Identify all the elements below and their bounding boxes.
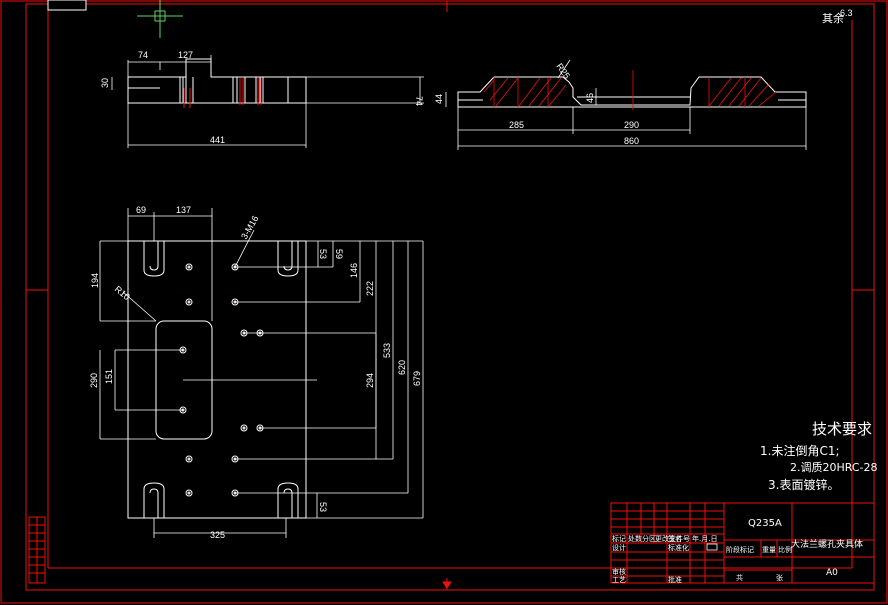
scale-value: A0 xyxy=(826,568,838,578)
tb-ratio: 比例 xyxy=(778,545,792,554)
tech-req-item-3: 3.表面镀锌。 xyxy=(768,478,839,492)
dim-146: 146 xyxy=(349,263,359,278)
dim-222: 222 xyxy=(365,281,375,296)
dim-46: 46 xyxy=(585,93,595,103)
dim-69: 69 xyxy=(136,205,146,215)
plan-view-part xyxy=(127,240,307,519)
tb-review: 审核 xyxy=(612,567,626,576)
dim-151: 151 xyxy=(104,369,114,384)
dim-r10: R10 xyxy=(113,284,132,302)
roughness-value: 6.3 xyxy=(840,8,853,18)
tb-doc: 更改文件号 xyxy=(655,534,690,543)
side-view-part xyxy=(457,76,807,108)
dim-285: 285 xyxy=(509,120,524,130)
dim-44: 44 xyxy=(434,94,444,104)
hole xyxy=(185,489,193,497)
tb-design: 设计 xyxy=(612,543,626,552)
tb-marker: 标记 xyxy=(612,534,626,543)
side-view-hatch xyxy=(483,70,777,110)
tb-zone: 分区 xyxy=(642,534,656,543)
dim-441: 441 xyxy=(210,135,225,145)
title-block xyxy=(610,502,875,584)
dim-860: 860 xyxy=(624,136,639,146)
dim-620: 620 xyxy=(397,360,407,375)
material: Q235A xyxy=(748,518,782,529)
dim-r25: R25 xyxy=(554,61,572,80)
tech-req-item-2: 2.调质20HRC-28 xyxy=(790,461,878,474)
tb-date: 年.月.日 xyxy=(692,534,717,543)
dim-59: 59 xyxy=(334,249,344,259)
dim-53-bottom: 53 xyxy=(318,502,328,512)
tech-req-item-1: 1.未注倒角C1; xyxy=(760,443,840,458)
dim-53: 53 xyxy=(318,249,328,259)
tb-count: 处数 xyxy=(628,534,642,543)
dim-30: 30 xyxy=(100,78,110,88)
hole xyxy=(185,298,193,306)
hole xyxy=(185,455,193,463)
thread-note: 3-M16 xyxy=(239,214,260,241)
dim-294: 294 xyxy=(365,373,375,388)
tb-process: 工艺 xyxy=(612,576,626,584)
tb-standardize: 标准化 xyxy=(668,543,689,552)
tb-sign: 签名 xyxy=(668,534,682,543)
top-view-part xyxy=(127,58,307,104)
dim-137: 137 xyxy=(176,205,191,215)
top-view-hatch xyxy=(183,78,262,108)
dim-325: 325 xyxy=(210,530,225,540)
dim-127: 127 xyxy=(178,50,193,60)
tb-stage-mark: 阶段标记 xyxy=(726,545,754,554)
left-margin-marker xyxy=(28,516,46,584)
top-left-tab xyxy=(47,0,87,11)
dim-74: 74 xyxy=(138,50,148,60)
plan-view-holes xyxy=(179,263,264,497)
dim-74-right: 74 xyxy=(414,96,424,106)
tb-sheet: 张 xyxy=(776,573,783,582)
dim-533: 533 xyxy=(382,343,392,358)
hole xyxy=(185,263,193,271)
roughness-label: 其余 xyxy=(822,11,844,25)
tb-approve: 批准 xyxy=(668,575,682,584)
drawing-name: 大法兰螺孔夹具体 xyxy=(791,538,863,550)
plan-view-dim-lines xyxy=(99,208,424,538)
tb-weight: 重量 xyxy=(762,546,776,554)
dim-290: 290 xyxy=(89,373,99,388)
side-view-dim-lines xyxy=(445,59,807,150)
dim-679: 679 xyxy=(412,371,422,386)
dim-194: 194 xyxy=(90,273,100,288)
dim-290: 290 xyxy=(624,120,639,130)
crosshair-cursor-icon xyxy=(137,0,183,38)
top-view-dim-lines xyxy=(111,55,424,148)
hole xyxy=(240,424,248,432)
title-block-marker xyxy=(706,543,718,551)
tb-total: 共 xyxy=(736,573,743,582)
tech-req-title: 技术要求 xyxy=(812,420,872,438)
